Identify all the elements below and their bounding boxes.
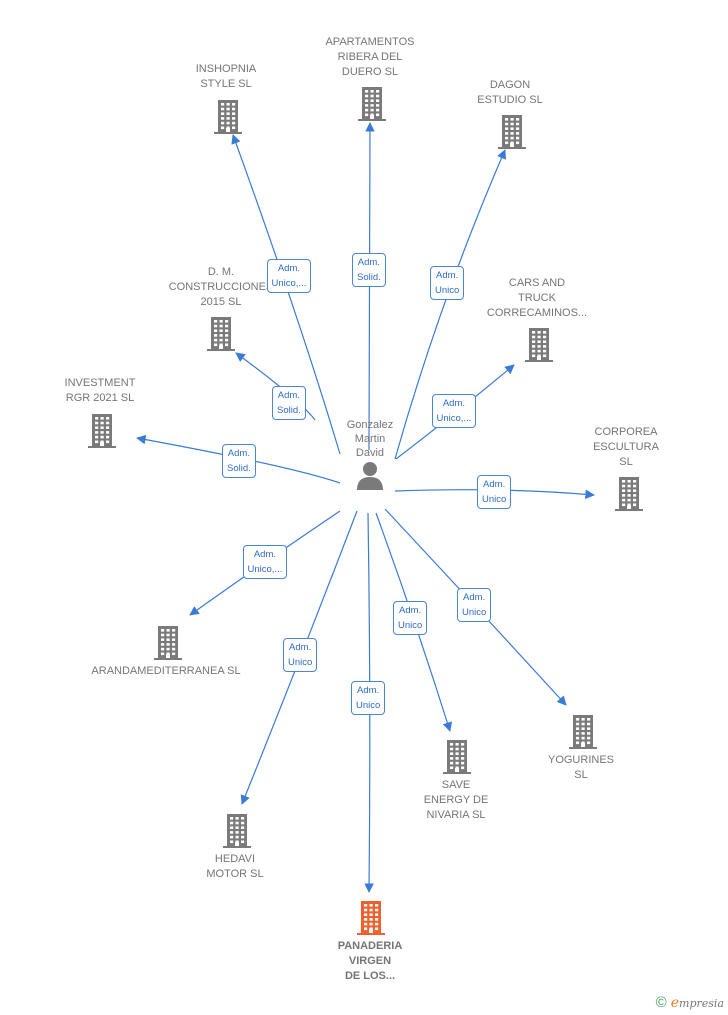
company-node-hedavi[interactable] (221, 812, 253, 848)
role-badge-panaderia[interactable]: Adm. Unico (351, 681, 386, 715)
company-node-inshopnia[interactable] (212, 98, 244, 134)
company-node-investment[interactable] (86, 412, 118, 448)
role-badge-inshopnia[interactable]: Adm. Unico,... (266, 259, 312, 293)
building-icon (443, 740, 471, 774)
role-badge-cars[interactable]: Adm. Unico,... (431, 394, 477, 428)
building-icon (498, 115, 526, 149)
copyright-symbol: © (655, 994, 667, 1011)
company-label-arandamed: ARANDAMEDITERRANEA SL (91, 665, 241, 677)
company-node-apartamentos[interactable] (356, 85, 388, 121)
company-label-dagon: DAGON ESTUDIO SL (477, 79, 543, 106)
role-badge-apartamentos[interactable]: Adm. Solid. (352, 253, 386, 287)
company-label-inshopnia: INSHOPNIA STYLE SL (195, 63, 257, 90)
building-icon (569, 715, 597, 749)
company-node-cars[interactable] (523, 326, 555, 362)
company-node-yogurines[interactable] (567, 713, 599, 749)
role-badge-save[interactable]: Adm. Unico (393, 601, 428, 635)
company-node-panaderia[interactable] (355, 899, 387, 935)
company-node-corporea[interactable] (613, 475, 645, 511)
company-label-hedavi: HEDAVI MOTOR SL (206, 853, 264, 880)
company-node-dagon[interactable] (496, 113, 528, 149)
company-label-save: SAVE ENERGY DE NIVARIA SL (423, 779, 489, 821)
role-badge-dm[interactable]: Adm. Solid. (272, 386, 306, 420)
company-node-arandamed[interactable] (152, 624, 184, 660)
edge-apartamentos (365, 122, 375, 451)
person-name: Gonzalez Martin David (346, 419, 394, 459)
edge-dagon (394, 149, 506, 460)
company-node-save[interactable] (441, 738, 473, 774)
edge-inshopnia (231, 134, 341, 455)
building-icon (207, 317, 235, 351)
role-badge-corporea[interactable]: Adm. Unico (477, 475, 512, 509)
building-icon (214, 100, 242, 134)
company-node-dm[interactable] (205, 315, 237, 351)
role-badge-yogurines[interactable]: Adm. Unico (457, 588, 492, 622)
company-label-apartamentos: APARTAMENTOS RIBERA DEL DUERO SL (325, 36, 415, 78)
building-icon (525, 328, 553, 362)
building-icon (154, 626, 182, 660)
person-icon (357, 462, 383, 490)
person-node[interactable]: Gonzalez Martin David (330, 418, 410, 490)
building-icon (223, 814, 251, 848)
brand-logo-letter: e (670, 994, 680, 1011)
company-label-corporea: CORPOREA ESCULTURA SL (593, 426, 659, 468)
edge-investment (136, 434, 341, 484)
brand-logo-text: mpresia (679, 996, 724, 1010)
brand-watermark: © empresia (656, 994, 724, 1011)
building-icon (358, 87, 386, 121)
building-icon (615, 477, 643, 511)
building-icon (88, 414, 116, 448)
role-badge-dagon[interactable]: Adm. Unico (430, 266, 465, 300)
role-badge-arandamed[interactable]: Adm. Unico,... (242, 545, 288, 579)
company-label-dm: D. M. CONSTRUCCIONES 2015 SL (168, 266, 274, 308)
company-label-investment: INVESTMENT RGR 2021 SL (64, 377, 136, 404)
building-icon (357, 901, 385, 935)
company-label-panaderia: PANADERIA VIRGEN DE LOS... (337, 940, 403, 982)
company-label-cars: CARS AND TRUCK CORRECAMINOS... (486, 277, 588, 319)
company-label-yogurines: YOGURINES SL (547, 754, 614, 781)
role-badge-investment[interactable]: Adm. Solid. (222, 444, 256, 478)
role-badge-hedavi[interactable]: Adm. Unico (283, 638, 318, 672)
